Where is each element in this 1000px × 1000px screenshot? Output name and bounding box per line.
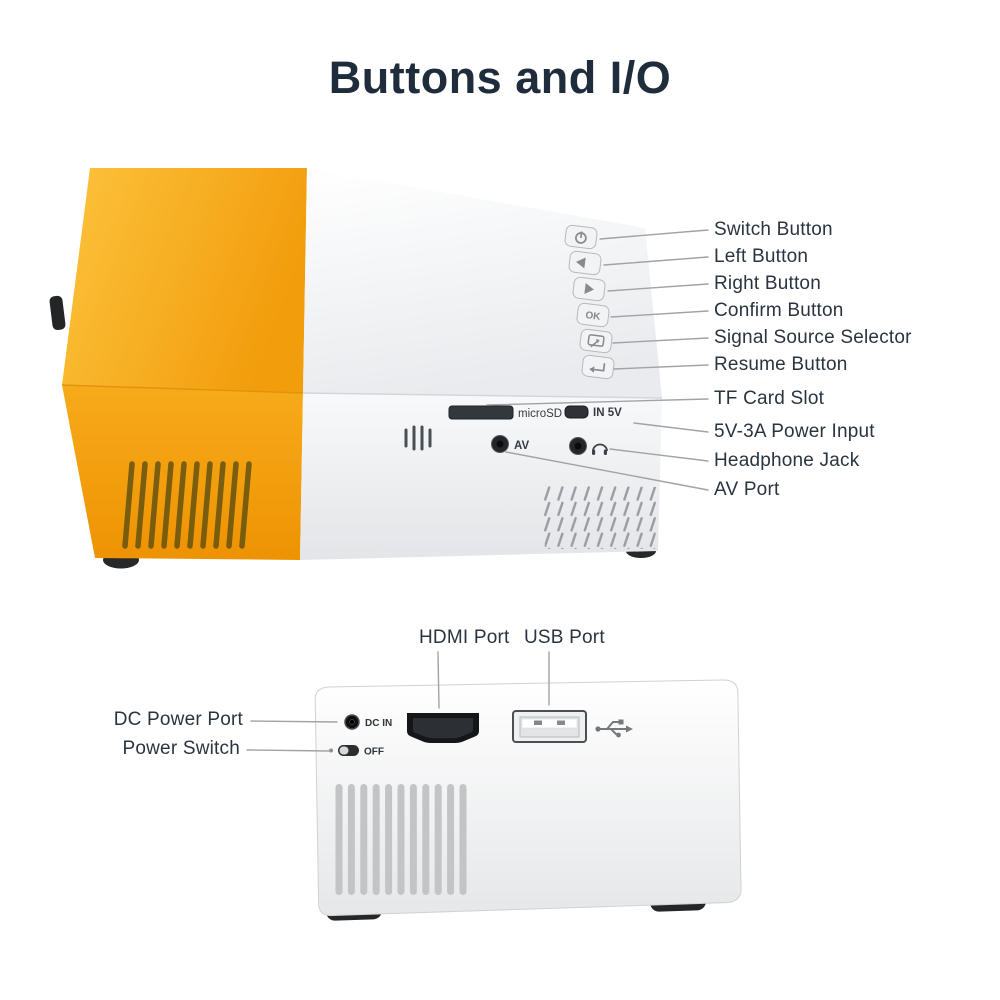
label-left-button: Left Button xyxy=(714,246,809,267)
leader-line-dc-power-port xyxy=(250,720,338,723)
rear-projector: DC IN OFF xyxy=(314,679,742,921)
speaker-vent-orange xyxy=(122,461,252,549)
leader-line-headphone-jack xyxy=(609,448,709,462)
dc-power-port-jack xyxy=(344,714,360,730)
ok-marking: OK xyxy=(585,310,602,323)
control-buttons: OK xyxy=(564,224,615,380)
leader-line-resume-button xyxy=(613,364,709,370)
av-marking: AV xyxy=(514,440,529,452)
confirm-button-control: OK xyxy=(576,302,610,328)
leader-line-av-port xyxy=(505,451,709,491)
tf-card-slot-port xyxy=(448,405,514,420)
power-switch-toggle xyxy=(338,745,359,756)
source-icon xyxy=(587,334,605,348)
label-right-button: Right Button xyxy=(714,273,821,294)
label-hdmi-port: HDMI Port xyxy=(419,627,510,648)
power-icon xyxy=(575,231,587,244)
orange-edge-line xyxy=(61,384,304,394)
leader-lines xyxy=(246,229,709,752)
power-input-port xyxy=(564,405,589,419)
return-icon xyxy=(589,363,606,373)
leader-line-hdmi-port xyxy=(437,651,440,709)
label-power-switch: Power Switch xyxy=(122,738,240,759)
label-headphone-jack: Headphone Jack xyxy=(714,450,860,471)
right-button-control xyxy=(572,276,606,302)
switch-button-control xyxy=(564,224,598,250)
front-vent-grille xyxy=(541,485,658,549)
source-button-control xyxy=(579,328,613,354)
left-button-control xyxy=(568,250,602,276)
top-face-orange xyxy=(62,168,307,393)
leader-line-power-switch xyxy=(246,749,331,752)
white-edge-line xyxy=(302,392,663,399)
label-confirm-button: Confirm Button xyxy=(714,300,844,321)
label-av-port: AV Port xyxy=(714,479,780,500)
leader-line-right-button xyxy=(607,283,709,292)
label-power-input: 5V-3A Power Input xyxy=(714,421,875,442)
leader-line-switch-button xyxy=(599,229,709,240)
headphone-jack-port xyxy=(569,437,587,455)
usb-trident-icon xyxy=(595,719,633,738)
leader-line-tf-card-slot xyxy=(486,398,709,406)
rear-vent-grille xyxy=(333,783,469,896)
dc-in-marking: DC IN xyxy=(365,718,392,729)
label-dc-power-port: DC Power Port xyxy=(113,709,243,730)
hdmi-port-connector xyxy=(407,713,479,743)
right-arrow-icon xyxy=(584,283,594,294)
page-title: Buttons and I/O xyxy=(328,52,672,103)
label-switch-button: Switch Button xyxy=(714,219,833,240)
leader-line-signal-source-selector xyxy=(612,337,709,344)
top-projector: OK xyxy=(49,168,663,569)
leader-line-confirm-button xyxy=(610,310,709,318)
leader-line-left-button xyxy=(603,256,709,266)
leader-line-power-input xyxy=(633,422,709,433)
focus-knob xyxy=(49,295,66,331)
resume-button-control xyxy=(581,354,615,380)
off-marking: OFF xyxy=(364,747,384,758)
headphone-icon xyxy=(592,443,608,455)
label-usb-port: USB Port xyxy=(524,627,605,648)
in-5v-marking: IN 5V xyxy=(593,407,622,419)
mini-vent-bars xyxy=(404,425,432,451)
label-tf-card-slot: TF Card Slot xyxy=(714,388,825,409)
usb-port-connector xyxy=(512,710,587,743)
label-signal-source-selector: Signal Source Selector xyxy=(714,327,912,348)
microsd-marking: microSD xyxy=(518,408,562,420)
label-resume-button: Resume Button xyxy=(714,354,848,375)
av-port-jack xyxy=(491,435,509,453)
left-arrow-icon xyxy=(576,257,586,269)
